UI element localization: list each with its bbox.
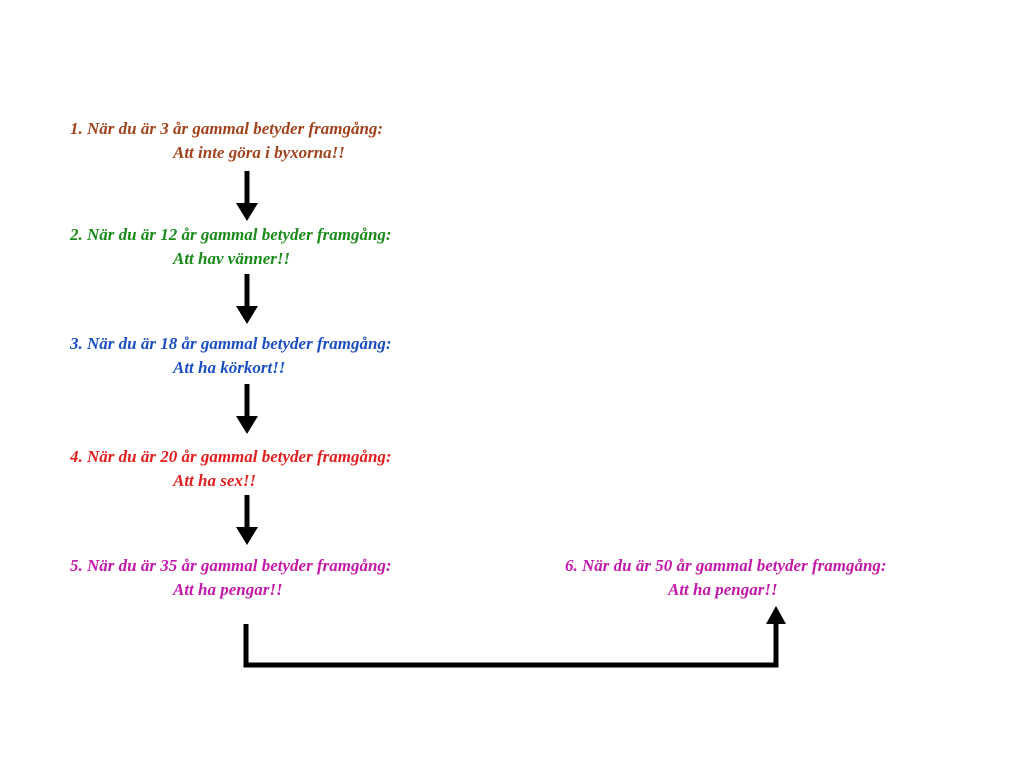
step-6: 6. När du är 50 år gammal betyder framgå… (565, 554, 887, 602)
arrow-down-2 (236, 274, 258, 324)
step-3: 3. När du är 18 år gammal betyder framgå… (70, 332, 392, 380)
arrow-down-1 (236, 171, 258, 221)
step-6-heading: 6. När du är 50 år gammal betyder framgå… (565, 556, 887, 575)
step-5-answer: Att ha pengar!! (173, 580, 283, 599)
step-4-answer: Att ha sex!! (173, 471, 257, 490)
step-3-heading: 3. När du är 18 år gammal betyder framgå… (70, 334, 392, 353)
step-1-heading: 1. När du är 3 år gammal betyder framgån… (70, 119, 384, 138)
step-2: 2. När du är 12 år gammal betyder framgå… (70, 223, 392, 271)
step-4: 4. När du är 20 år gammal betyder framgå… (70, 445, 392, 493)
step-2-heading: 2. När du är 12 år gammal betyder framgå… (70, 225, 392, 244)
step-3-answer: Att ha körkort!! (173, 358, 286, 377)
step-1-answer: Att inte göra i byxorna!! (173, 143, 345, 162)
arrow-down-3 (236, 384, 258, 434)
step-1: 1. När du är 3 år gammal betyder framgån… (70, 117, 383, 165)
arrow-connector-5-to-6 (243, 606, 786, 668)
step-4-heading: 4. När du är 20 år gammal betyder framgå… (70, 447, 392, 466)
step-5-heading: 5. När du är 35 år gammal betyder framgå… (70, 556, 392, 575)
step-2-answer: Att hav vänner!! (173, 249, 291, 268)
arrow-down-4 (236, 495, 258, 545)
step-5: 5. När du är 35 år gammal betyder framgå… (70, 554, 392, 602)
step-6-answer: Att ha pengar!! (668, 580, 778, 599)
